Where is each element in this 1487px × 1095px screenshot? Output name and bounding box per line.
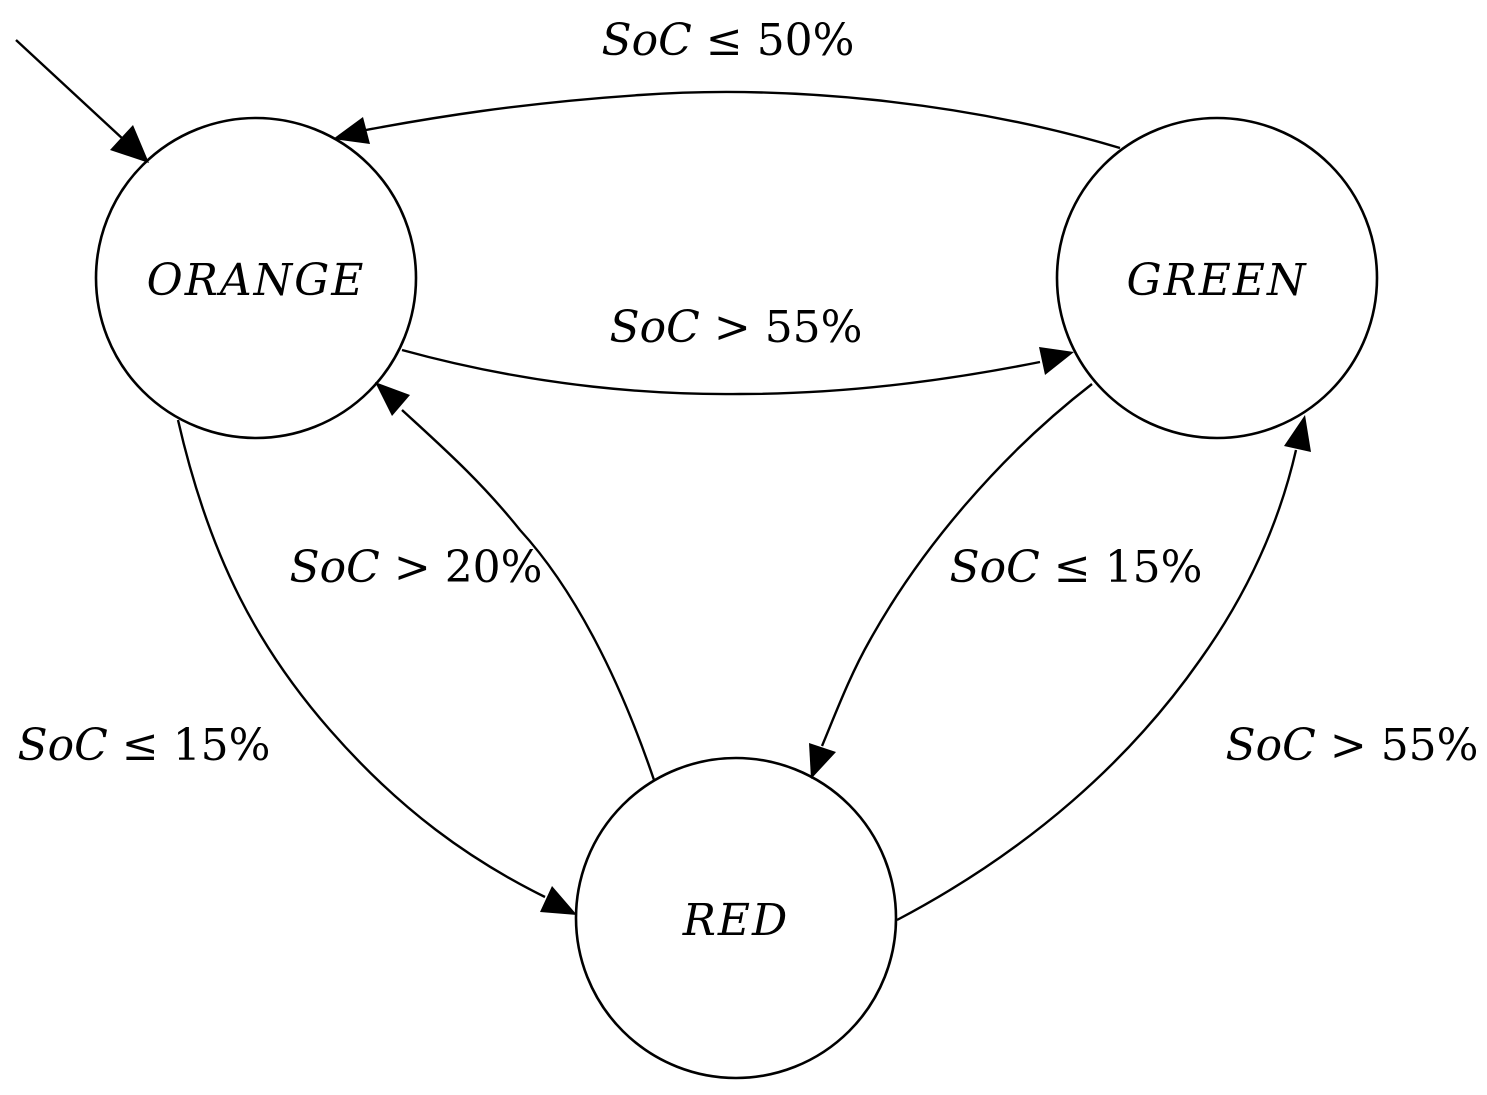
state-orange <box>94 116 418 440</box>
state-green-label: GREEN <box>1126 255 1307 306</box>
initial-transition-arrow <box>15 39 149 163</box>
edge-green-to-orange <box>333 90 1121 150</box>
edge-red-to-green <box>896 415 1311 922</box>
edge-label-orange-to-red: SoC≤15% <box>18 720 271 771</box>
state-green <box>1055 116 1379 440</box>
edge-orange-to-green <box>401 347 1074 396</box>
state-red-label: RED <box>682 895 790 946</box>
edge-red-to-orange <box>375 382 656 781</box>
edge-orange-to-red <box>176 419 577 915</box>
edge-label-red-to-orange: SoC>20% <box>290 542 543 593</box>
edge-label-orange-to-green: SoC>55% <box>610 302 863 353</box>
state-orange-label: ORANGE <box>147 255 366 306</box>
edge-label-green-to-orange: SoC≤50% <box>602 15 855 66</box>
edge-label-red-to-green: SoC>55% <box>1226 720 1479 771</box>
state-red <box>574 756 898 1080</box>
edge-green-to-red <box>809 383 1093 779</box>
edge-label-green-to-red: SoC≤15% <box>950 542 1203 593</box>
